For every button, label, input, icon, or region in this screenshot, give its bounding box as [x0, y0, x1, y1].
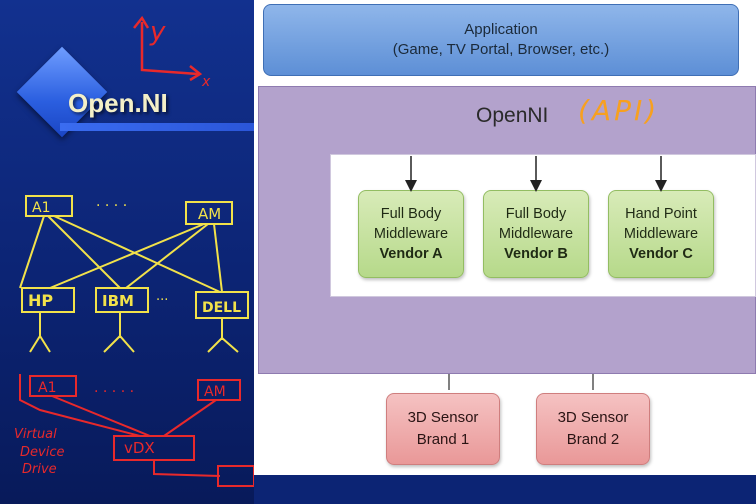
middleware-vendor: Vendor B [504, 246, 568, 262]
middleware-line2: Middleware [498, 226, 574, 242]
caption-drive: Drive [22, 462, 57, 477]
axis-y-label: y [149, 17, 166, 47]
middleware-vendor-c: Hand Point Middleware Vendor C [608, 190, 714, 278]
middleware-vendor-a: Full Body Middleware Vendor A [358, 190, 464, 278]
middleware-line1: Hand Point [625, 206, 697, 222]
sensor-line1: 3D Sensor [407, 409, 479, 426]
bottom-ellipsis: . . . . . [94, 380, 134, 396]
sensor-brand-2: 3D Sensor Brand 2 [536, 393, 650, 465]
sensor-line2: Brand 2 [566, 431, 620, 448]
application-layer: Application (Game, TV Portal, Browser, e… [263, 4, 739, 76]
slide-title: Open.NI [68, 88, 168, 118]
makers-ellipsis: ... [156, 289, 168, 304]
caption-device: Device [20, 445, 64, 460]
sensor-line1: 3D Sensor [557, 409, 629, 426]
top-right-label: AM [198, 205, 221, 223]
bottom-left-label: A1 [38, 380, 56, 396]
middleware-vendor-b: Full Body Middleware Vendor B [483, 190, 589, 278]
panel-footer [254, 475, 756, 504]
sensor-line2: Brand 1 [416, 431, 470, 448]
sensor-brand-1: 3D Sensor Brand 1 [386, 393, 500, 465]
axis-x-label: x [201, 74, 211, 90]
application-examples: (Game, TV Portal, Browser, etc.) [392, 41, 610, 58]
maker-label: DELL [202, 300, 241, 316]
top-left-label: A1 [32, 200, 50, 216]
top-network-sketch [19, 195, 249, 353]
caption-virtual: Virtual [14, 427, 57, 442]
bottom-right-label: AM [204, 384, 226, 400]
application-title: Application [464, 21, 538, 38]
middleware-line1: Full Body [505, 206, 567, 222]
middleware-line1: Full Body [380, 206, 442, 222]
maker-label: IBM [102, 292, 134, 310]
hub-label: vDX [124, 439, 155, 457]
axis-sketch [140, 22, 199, 76]
maker-label: HP [28, 291, 53, 310]
title-underline [60, 123, 260, 131]
middleware-line2: Middleware [623, 226, 699, 242]
openni-label: OpenNI [476, 104, 549, 127]
middleware-vendor: Vendor A [379, 246, 443, 262]
bottom-network-sketch [19, 374, 255, 487]
middleware-line2: Middleware [373, 226, 449, 242]
middleware-vendor: Vendor C [629, 246, 693, 262]
top-ellipsis: . . . . [96, 194, 127, 210]
api-annotation: (API) [578, 94, 660, 127]
